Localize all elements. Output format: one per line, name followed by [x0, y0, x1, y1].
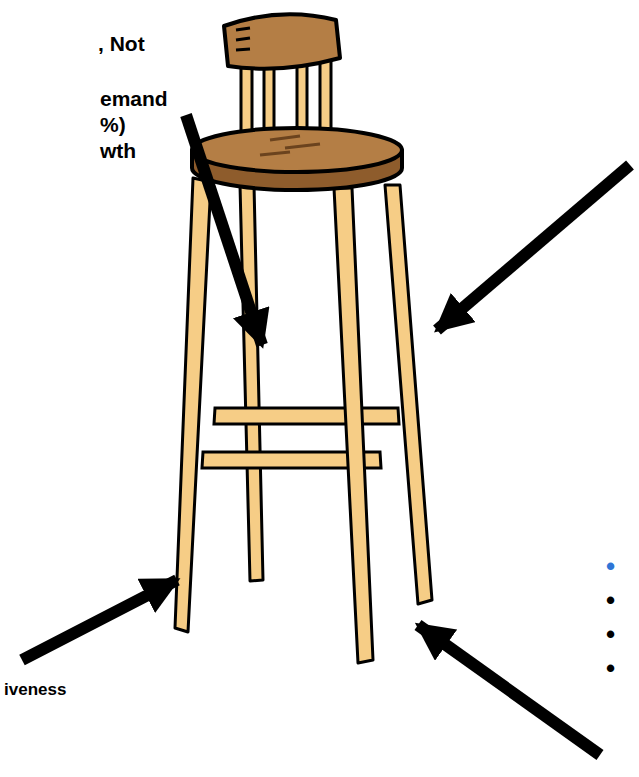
bullet-mark: • [606, 552, 615, 582]
label-text: %) [100, 113, 126, 137]
bullet-mark: • [606, 586, 615, 616]
label-text: , Not [98, 32, 145, 56]
bullet-mark: • [606, 654, 615, 684]
label-text: iveness [4, 680, 66, 700]
label-text: emand [100, 87, 168, 111]
bullet-mark: • [606, 620, 615, 650]
label-text: wth [100, 139, 136, 163]
